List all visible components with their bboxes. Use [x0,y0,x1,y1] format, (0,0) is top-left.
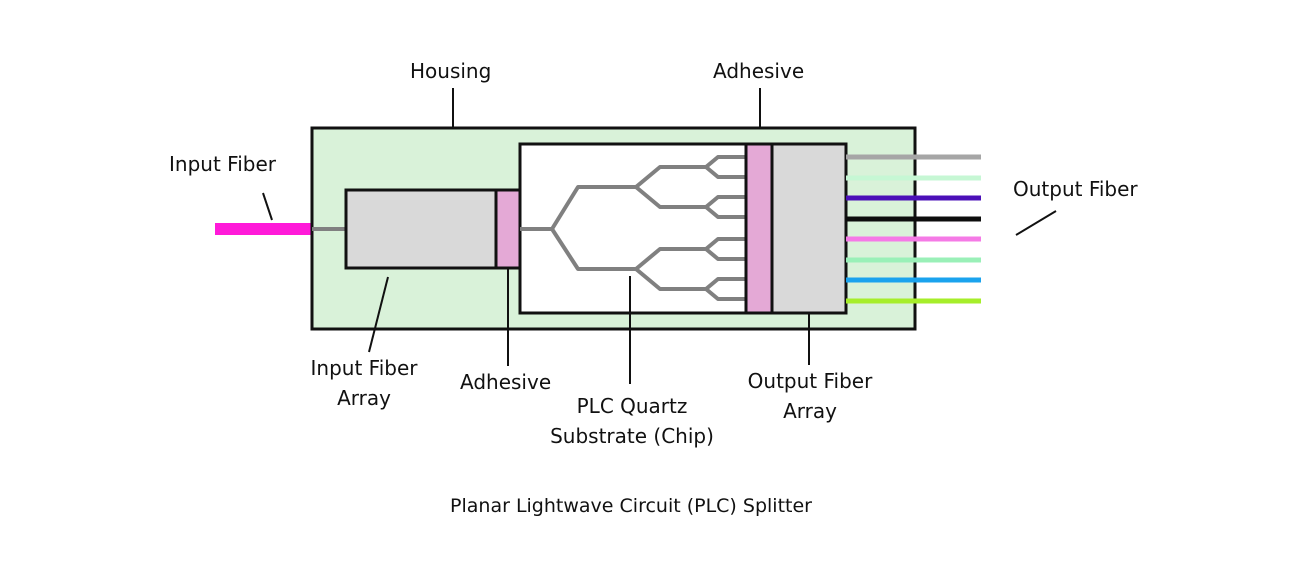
waveguide-stage1-upper [550,185,636,231]
output-fibers [846,154,981,304]
waveguide-stage2-a [634,165,706,189]
label-adhesive-top: Adhesive [713,59,805,83]
waveguide-stage2-d [634,267,706,291]
waveguide-out-7 [704,277,746,291]
waveguide-out-5 [704,237,746,251]
input-adhesive [494,188,522,270]
label-output-fiber-array: Output Fiber Array [735,366,885,426]
leader-input-fiber [262,192,273,221]
label-output-fiber-array-line2: Array [783,399,837,423]
waveguide-stage2-b [634,185,706,209]
waveguide-out-3 [704,195,746,209]
leader-input-fiber-array [368,276,389,353]
diagram-caption: Planar Lightwave Circuit (PLC) Splitter [450,495,812,517]
label-plc-chip-line2: Substrate (Chip) [550,424,714,448]
waveguide-out-8 [704,287,746,301]
leader-output-fiber [1015,210,1057,236]
waveguide-out-6 [704,247,746,261]
label-input-fiber-array-line1: Input Fiber [310,356,418,380]
output-fiber-array [770,142,848,315]
waveguide-stage1-lower [550,227,636,271]
label-plc-chip-line1: PLC Quartz [576,394,688,418]
waveguide-splitter-tree [520,155,746,301]
label-housing: Housing [410,59,492,83]
waveguide-out-1 [704,155,746,169]
waveguide-stage2-c [634,247,706,271]
label-input-fiber-array-line2: Array [337,386,391,410]
label-output-fiber-array-line1: Output Fiber [747,369,873,393]
label-adhesive-bottom: Adhesive [460,370,552,394]
label-input-fiber-array: Input Fiber Array [294,353,434,413]
waveguide-out-4 [704,205,746,219]
waveguide-out-2 [704,165,746,179]
input-fiber-array [344,188,498,270]
output-adhesive [744,142,774,315]
label-plc-chip: PLC Quartz Substrate (Chip) [537,391,727,451]
label-input-fiber: Input Fiber [169,152,276,176]
label-output-fiber: Output Fiber [1013,177,1138,201]
leader-lines [262,88,1057,384]
